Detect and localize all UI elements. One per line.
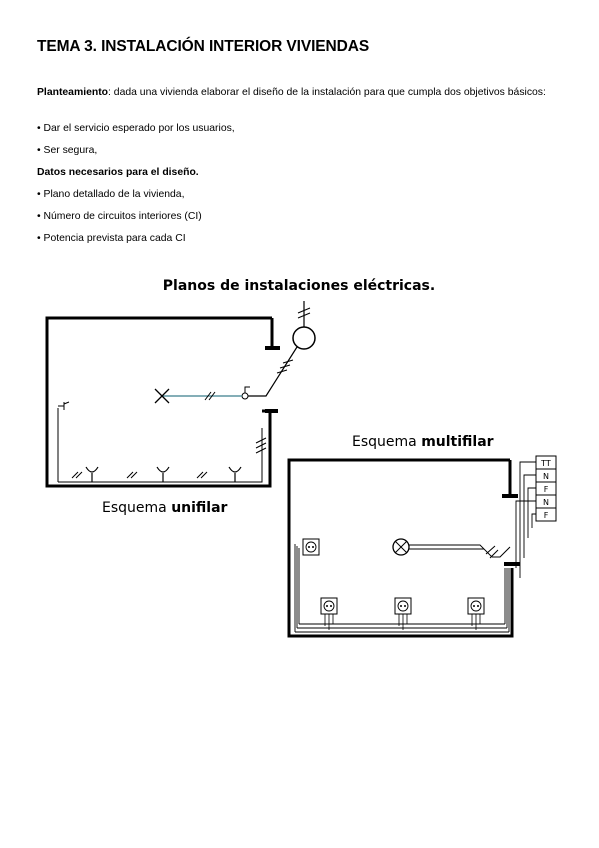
- page-title: TEMA 3. INSTALACIÓN INTERIOR VIVIENDAS: [37, 38, 370, 55]
- terminal-label-n2: N: [543, 498, 549, 507]
- terminal-label-tt: TT: [540, 459, 551, 468]
- socket-icon-left-multifilar: [302, 538, 320, 556]
- terminal-block: TT N F N F: [535, 455, 557, 522]
- meter-feed-ticks: [297, 307, 311, 319]
- datos-item-3: • Potencia prevista para cada CI: [37, 233, 186, 244]
- main-line-ticks: [276, 359, 294, 374]
- objective-item-2: • Ser segura,: [37, 145, 98, 156]
- terminal-label-f1: F: [544, 485, 549, 494]
- planteamiento-paragraph: Planteamiento: dada una vivienda elabora…: [37, 87, 557, 99]
- multifilar-caption: Esquema multifilar: [352, 434, 494, 450]
- planteamiento-label: Planteamiento: [37, 87, 109, 98]
- figure-title: Planos de instalaciones eléctricas.: [163, 278, 435, 294]
- multifilar-room-wall: [287, 458, 514, 638]
- socket-icon-bottom-3: [467, 597, 485, 630]
- socket-icon-bottom-1: [320, 597, 338, 630]
- socket-icon-1: [85, 466, 99, 482]
- meter-circle: [292, 326, 316, 350]
- socket-line-ticks: [71, 471, 208, 479]
- socket-icon-left: [58, 401, 70, 410]
- objective-item-1: • Dar el servicio esperado por los usuar…: [37, 123, 235, 134]
- lamp-cross-icon: [154, 388, 170, 404]
- datos-item-1: • Plano detallado de la vivienda,: [37, 189, 185, 200]
- datos-heading: Datos necesarios para el diseño.: [37, 167, 199, 178]
- switch-icon: [241, 392, 249, 400]
- socket-circuit-wires: [295, 623, 509, 633]
- socket-icon-bottom-2: [394, 597, 412, 630]
- terminal-label-f2: F: [544, 511, 549, 520]
- multifilar-diagram: TT N F N F: [287, 455, 557, 638]
- lamp-wires: [409, 544, 493, 558]
- datos-item-2: • Número de circuitos interiores (CI): [37, 211, 202, 222]
- unifilar-caption: Esquema unifilar: [102, 500, 228, 516]
- planteamiento-text: : dada una vivienda elaborar el diseño d…: [108, 87, 546, 98]
- feed-wires: [515, 461, 536, 578]
- unifilar-main-line: [248, 346, 298, 397]
- electrical-plans-figure: Planos de instalaciones eléctricas.: [45, 278, 557, 638]
- unifilar-room-wall: [45, 316, 272, 488]
- terminal-label-n1: N: [543, 472, 549, 481]
- unifilar-diagram: [45, 301, 316, 488]
- switch-icon-multifilar: [485, 545, 511, 559]
- socket-icon-3: [228, 466, 242, 482]
- socket-line: [58, 428, 263, 483]
- lamp-icon: [392, 538, 410, 556]
- socket-icon-2: [156, 466, 170, 482]
